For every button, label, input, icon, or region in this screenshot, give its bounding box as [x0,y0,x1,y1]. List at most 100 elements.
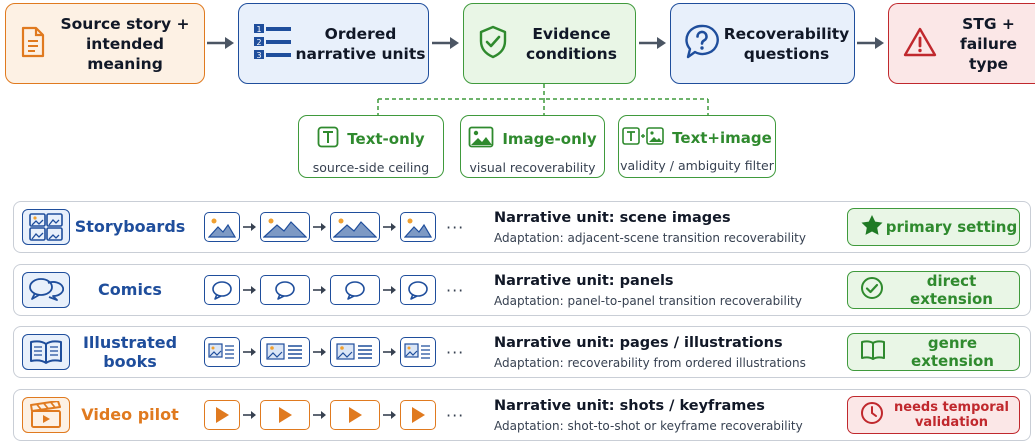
landscape-icon [260,212,310,242]
warning-icon [903,27,937,61]
image-icon [468,126,494,152]
adaptation: Adaptation: adjacent-scene transition re… [494,231,806,245]
speech-bubble-icon [260,275,310,305]
landscape-icon [400,212,436,242]
badge-label: genre extension [911,334,994,370]
frame-sequence: ··· [204,336,464,368]
stage-label: Source story +intended meaning [60,14,190,73]
text-image-icon [622,126,664,150]
comics-icon [22,272,70,308]
evidence-connector [377,84,709,115]
svg-text:2: 2 [256,38,261,47]
badge-label: direct extension [910,272,993,308]
evidence-subtitle: validity / ambiguity filter [620,158,774,173]
play-icon [400,400,436,430]
speech-bubble-icon [204,275,240,305]
ellipsis: ··· [446,342,465,362]
stage-stg-failure: STG +failure type [888,3,1035,84]
play-icon [204,400,240,430]
illustrated-page-icon [400,337,436,367]
row-name: Storyboards [74,217,186,236]
evidence-text-only: Text-only source-side ceiling [298,115,444,178]
row-video-pilot: Video pilot ··· Narrative unit: shots / … [13,389,1031,441]
ellipsis: ··· [446,217,465,237]
ellipsis: ··· [446,280,465,300]
book-icon [860,339,886,365]
badge-label: primary setting [885,218,1018,236]
text-icon [317,126,339,152]
speech-bubble-icon [400,275,436,305]
arrow-right-icon [383,223,396,231]
question-bubble-icon [685,24,719,64]
svg-text:1: 1 [256,25,261,34]
clapperboard-icon [22,397,70,433]
row-name: Comics [98,280,162,299]
stage-source-story: Source story +intended meaning [5,3,205,84]
arrow-right-icon [243,286,256,294]
arrow-right-icon [383,348,396,356]
row-comics: Comics ··· Narrative unit: panels Adapta… [13,264,1031,316]
evidence-subtitle: source-side ceiling [312,160,430,175]
landscape-icon [204,212,240,242]
arrow-right-icon [243,411,256,419]
arrow-right-icon [313,411,326,419]
storyboard-icon [22,209,70,245]
arrow-right-icon [313,348,326,356]
arrow-right-icon [383,286,396,294]
play-icon [330,400,380,430]
check-circle-icon [860,276,884,304]
illustrated-page-icon [260,337,310,367]
adaptation: Adaptation: panel-to-panel transition re… [494,294,802,308]
arrow-right-icon [207,37,234,49]
frame-sequence: ··· [204,399,464,431]
svg-text:3: 3 [256,51,261,60]
document-icon [20,26,46,62]
evidence-image-only: Image-only visual recoverability [460,115,605,178]
star-icon [860,214,884,240]
arrow-right-icon [243,223,256,231]
ellipsis: ··· [446,405,465,425]
stage-label: STG +failure type [959,14,1018,73]
arrow-right-icon [243,348,256,356]
badge-genre-extension: genre extension [847,333,1020,371]
arrow-right-icon [383,411,396,419]
clock-icon [860,401,884,429]
arrow-right-icon [313,286,326,294]
arrow-right-icon [432,37,459,49]
play-icon [260,400,310,430]
frame-sequence: ··· [204,211,464,243]
row-name: Video pilot [81,405,179,424]
illustrated-page-icon [204,337,240,367]
badge-direct-extension: direct extension [847,271,1020,309]
arrow-right-icon [639,37,666,49]
narrative-unit: Narrative unit: pages / illustrations [494,335,783,351]
evidence-subtitle: visual recoverability [469,160,596,175]
row-storyboards: Storyboards ··· Narrative unit: scene im… [13,201,1031,253]
narrative-unit: Narrative unit: panels [494,273,674,289]
narrative-unit: Narrative unit: shots / keyframes [494,398,765,414]
adaptation: Adaptation: recoverability from ordered … [494,356,806,370]
evidence-text-image: Text+image validity / ambiguity filter [618,115,776,178]
badge-primary-setting: primary setting [847,208,1020,246]
adaptation: Adaptation: shot-to-shot or keyframe rec… [494,419,803,433]
landscape-icon [330,212,380,242]
illustrated-page-icon [330,337,380,367]
arrow-right-icon [857,37,884,49]
shield-check-icon [478,25,508,63]
numbered-list-icon: 1 2 3 [253,22,293,66]
narrative-unit: Narrative unit: scene images [494,210,731,226]
open-book-icon [22,334,70,370]
arrow-right-icon [313,223,326,231]
frame-sequence: ··· [204,274,464,306]
speech-bubble-icon [330,275,380,305]
